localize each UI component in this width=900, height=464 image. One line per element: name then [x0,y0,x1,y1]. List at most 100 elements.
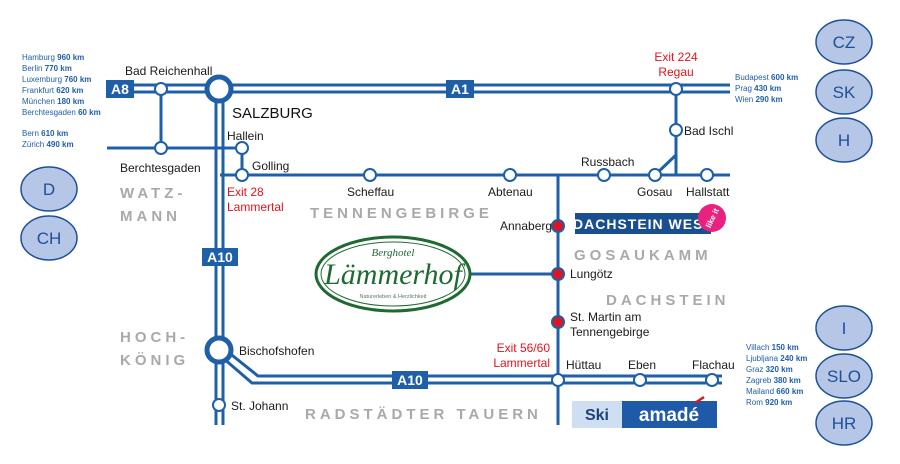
shield-a8-label: A8 [111,81,129,97]
region-koenig: KÖNIG [120,352,189,369]
label-annaberg: Annaberg [500,219,552,233]
distances-east: Budapest 600 km Prag 430 km Wien 290 km [735,73,798,104]
region-labels: WATZ- MANN TENNENGEBIRGE GOSAUKAMM DACHS… [120,185,730,423]
dist-mailand: Mailand 660 km [746,387,803,396]
label-lungoetz: Lungötz [570,267,613,281]
dist-prag: Prag 430 km [735,84,781,93]
shield-a8: A8 [106,80,134,98]
node-lungoetz[interactable] [551,267,565,281]
dist-luxemburg: Luxemburg 760 km [22,75,91,84]
node-hallstatt[interactable] [700,168,714,182]
shield-a10-south: A10 [392,371,428,389]
node-scheffau[interactable] [363,168,377,182]
ski-amade-logo[interactable]: Ski amadé [572,395,717,428]
label-st-johann: St. Johann [231,399,288,413]
label-scheffau: Scheffau [347,185,394,199]
node-st-johann[interactable] [212,398,226,412]
country-slo-label: SLO [827,367,861,386]
dist-wien: Wien 290 km [735,95,783,104]
region-watz: WATZ- [120,185,186,202]
label-flachau: Flachau [692,358,735,372]
dist-villach: Villach 150 km [746,343,799,352]
country-badge-i: I [815,305,873,351]
country-cz-label: CZ [833,33,856,52]
label-golling: Golling [252,159,289,173]
region-hoch: HOCH- [120,329,189,346]
distances-west-bottom: Bern 610 km Zürich 490 km [22,129,74,149]
node-salzburg[interactable] [204,74,234,104]
dist-ljubljana: Ljubljana 240 km [746,354,807,363]
region-tennengebirge: TENNENGEBIRGE [310,205,493,222]
hotel-logo[interactable]: Berghotel Lämmerhof Naturerleben & Herzl… [314,235,472,313]
label-st-martin-line2: Tennengebirge [570,325,650,339]
shield-a10-north-label: A10 [207,249,233,265]
node-st-martin[interactable] [551,315,565,329]
dist-zuerich: Zürich 490 km [22,140,74,149]
node-huettau[interactable] [551,373,565,387]
country-ch-label: CH [37,229,62,248]
region-gosaukamm: GOSAUKAMM [574,247,712,264]
node-bad-ischl[interactable] [669,123,683,137]
dist-zagreb: Zagreb 380 km [746,376,801,385]
country-sk-label: SK [833,83,856,102]
dist-berlin: Berlin 770 km [22,64,72,73]
road-gosau-connector [653,130,678,177]
dist-muenchen: München 180 km [22,97,84,106]
shield-a10-south-label: A10 [397,372,423,388]
country-badge-hr: HR [815,400,873,446]
exit-28-line1: Exit 28 [227,185,264,199]
dachstein-west-text: DACHSTEIN WEST [573,216,713,232]
node-bad-reichenhall[interactable] [154,82,168,96]
country-h-label: H [838,131,850,150]
node-bischofshofen[interactable] [204,335,234,365]
dist-hamburg: Hamburg 960 km [22,53,84,62]
label-abtenau: Abtenau [488,185,533,199]
dist-berchtesgaden: Berchtesgaden 60 km [22,108,101,117]
region-dachstein: DACHSTEIN [606,292,730,309]
shield-a1: A1 [446,80,474,98]
distances-south: Villach 150 km Ljubljana 240 km Graz 320… [746,343,807,407]
node-gosau[interactable] [648,168,662,182]
country-i-label: I [842,319,847,338]
label-bad-reichenhall: Bad Reichenhall [125,64,212,78]
dist-graz: Graz 320 km [746,365,793,374]
country-badge-cz: CZ [815,19,873,65]
dachstein-west-logo[interactable]: DACHSTEIN WEST like it [573,204,726,234]
country-badge-slo: SLO [815,353,873,399]
node-annaberg[interactable] [551,219,565,233]
node-golling[interactable] [235,168,249,182]
exit-5660-line2: Lammertal [493,356,550,370]
label-eben: Eben [628,358,656,372]
region-mann: MANN [120,208,181,225]
label-huettau: Hüttau [566,358,601,372]
label-bad-ischl: Bad Ischl [684,124,733,138]
dist-frankfurt: Frankfurt 620 km [22,86,83,95]
node-flachau[interactable] [705,373,719,387]
node-russbach[interactable] [597,168,611,182]
exit-labels: Exit 224 Regau Exit 28 Lammertal Exit 56… [227,50,698,370]
distances-west-top: Hamburg 960 km Berlin 770 km Luxemburg 7… [22,53,101,117]
country-badges: CZ SK H D CH I SLO HR [20,19,873,446]
node-hallein[interactable] [235,141,249,155]
country-badge-ch: CH [20,215,78,261]
node-abtenau[interactable] [503,168,517,182]
node-eben[interactable] [633,373,647,387]
exit-28-line2: Lammertal [227,200,284,214]
map-nodes [154,74,719,412]
label-russbach: Russbach [581,155,634,169]
node-berchtesgaden[interactable] [154,141,168,155]
a10-branch-bottom [215,350,722,385]
a10-branch-top [222,346,722,378]
label-bischofshofen: Bischofshofen [239,344,314,358]
place-labels: SALZBURG Bad Reichenhall Hallein Golling… [120,64,735,413]
hotel-logo-tagline: Naturerleben & Herzlichkeit [360,294,427,300]
dist-bern: Bern 610 km [22,129,68,138]
node-regau[interactable] [669,82,683,96]
country-badge-sk: SK [815,69,873,115]
label-salzburg: SALZBURG [232,105,313,122]
dist-budapest: Budapest 600 km [735,73,798,82]
label-berchtesgaden: Berchtesgaden [120,161,201,175]
region-radstaedter-tauern: RADSTÄDTER TAUERN [305,406,542,423]
country-badge-d: D [20,166,78,212]
